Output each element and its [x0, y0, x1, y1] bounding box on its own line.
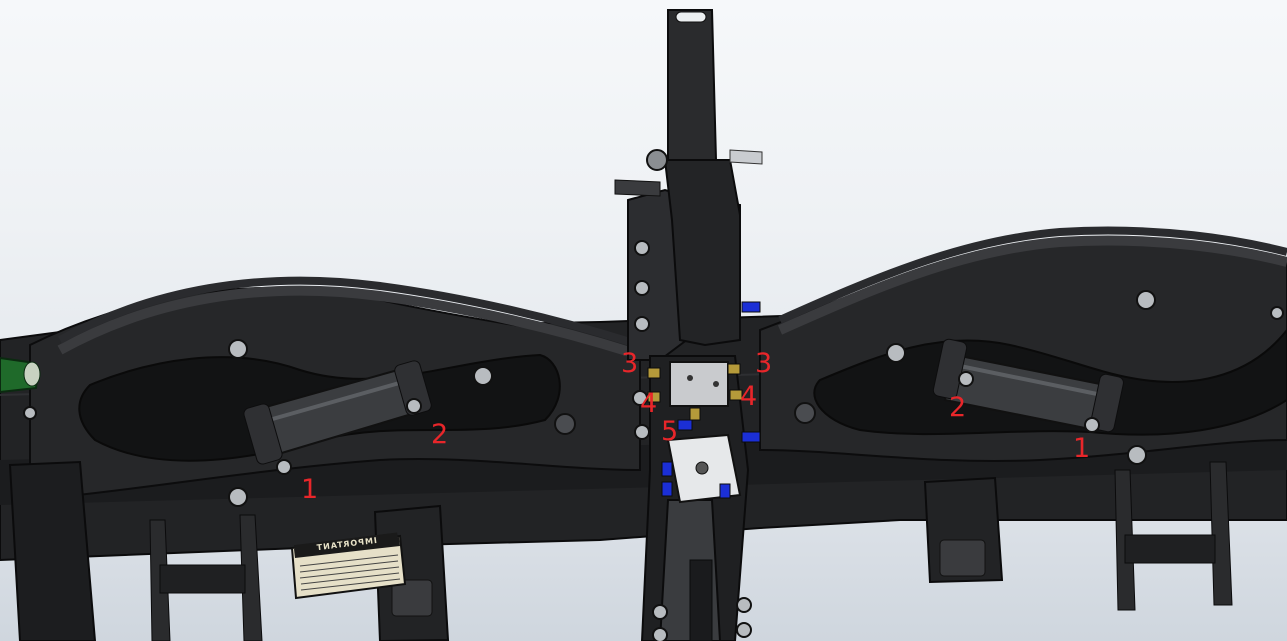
right-wing-plate — [759, 226, 1287, 462]
callout-3-right: 3 — [755, 348, 773, 379]
callout-2-right: 2 — [949, 392, 967, 423]
vertical-mast — [614, 9, 763, 641]
callout-2-left: 2 — [431, 419, 449, 450]
callout-1-right: 1 — [1073, 433, 1091, 464]
callout-4-right: 4 — [740, 381, 758, 412]
callout-4-left: 4 — [640, 388, 658, 419]
left-hydraulic-cylinder — [243, 360, 432, 465]
callout-1-left: 1 — [301, 474, 319, 505]
hydraulic-fittings — [647, 301, 761, 499]
lower-brackets — [8, 460, 1233, 641]
callout-5: 5 — [661, 416, 679, 447]
bolts — [23, 240, 1284, 641]
hydraulic-hose-end — [0, 356, 41, 394]
right-hydraulic-cylinder — [932, 338, 1124, 433]
callout-3-left: 3 — [621, 348, 639, 379]
